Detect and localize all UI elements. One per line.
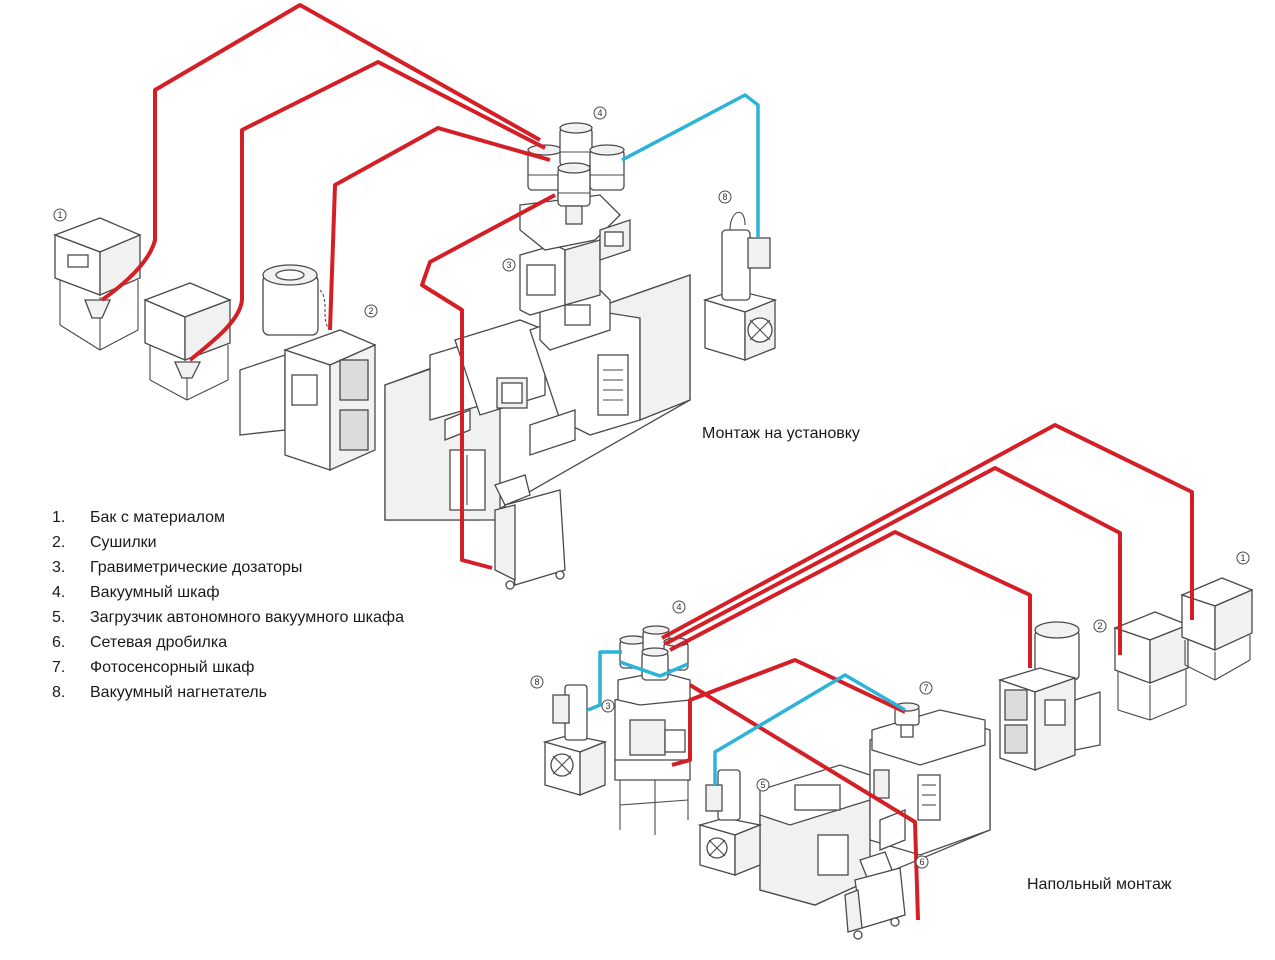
top-crusher [494,474,566,590]
legend: 1. Бак с материалом 2. Сушилки 3. Гравиметр… [52,509,404,709]
top-material-tank-1 [53,217,142,351]
bottom-scene [542,423,1254,940]
legend-number: 3. [52,559,66,576]
bottom-material-tank-1 [1113,611,1190,721]
caption-machine-mount: Монтаж на установку [702,425,860,442]
legend-item: 7. Фотосенсорный шкаф [52,659,404,684]
bottom-gravimetric-doser [614,671,691,835]
legend-number: 2. [52,534,66,551]
hopper-back [559,122,593,167]
legend-item: 8. Вакуумный нагнетатель [52,684,404,709]
legend-item: 5. Загрузчик автономного вакуумного шкафа [52,609,404,634]
legend-text: Загрузчик автономного вакуумного шкафа [90,609,404,626]
legend-number: 4. [52,584,66,601]
legend-text: Сушилки [90,534,157,551]
bottom-injection-machine [759,709,991,906]
legend-item: 2. Сушилки [52,534,404,559]
hopper-right [589,144,625,191]
legend-number: 1. [52,509,66,526]
bottom-vacuum-blower [542,684,608,796]
legend-item: 3. Гравиметрические дозаторы [52,559,404,584]
top-dryer [239,264,377,472]
legend-text: Гравиметрические дозаторы [90,559,303,576]
legend-number: 8. [52,684,66,701]
bottom-crusher [844,851,906,940]
top-pipes [100,3,760,570]
legend-item: 1. Бак с материалом [52,509,404,534]
bottom-material-tank-2 [1180,577,1254,681]
hopper-front [557,162,591,225]
bottom-pipes [587,423,1194,921]
legend-text: Фотосенсорный шкаф [90,659,255,676]
legend-number: 7. [52,659,66,676]
bottom-vacuum-hoppers [619,625,689,681]
legend-number: 5. [52,609,66,626]
bottom-standalone-loader [697,769,763,876]
legend-number: 6. [52,634,66,651]
legend-text: Вакуумный шкаф [90,584,220,601]
legend-item: 4. Вакуумный шкаф [52,584,404,609]
hopper-back-left [527,144,563,191]
top-scene [53,3,778,590]
bottom-dryer [997,621,1101,771]
legend-text: Сетевая дробилка [90,634,228,651]
top-vacuum-blower [702,211,778,361]
legend-text: Бак с материалом [90,509,226,526]
legend-item: 6. Сетевая дробилка [52,634,404,659]
top-vacuum-hoppers [527,122,625,225]
legend-text: Вакуумный нагнетатель [90,684,267,701]
caption-floor-mount: Напольный монтаж [1027,876,1172,893]
top-material-tank-2 [143,282,232,401]
